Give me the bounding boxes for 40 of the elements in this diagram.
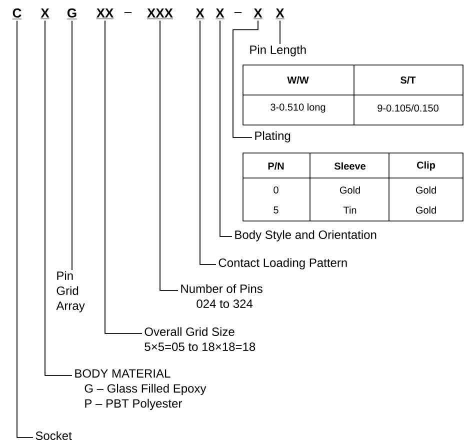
table-header: Clip [416, 161, 436, 171]
table-header: W/W [287, 76, 309, 84]
description-text: Pin Grid Array [56, 271, 85, 312]
description-text: Body Style and Orientation [235, 230, 376, 242]
code-letter: X [195, 8, 205, 20]
table-cell: Tin [343, 206, 356, 214]
leader-line [16, 20, 34, 438]
table-cell: Gold [340, 186, 360, 194]
leader-line [232, 20, 258, 138]
dash: – [234, 12, 242, 13]
table-cell: Gold [416, 186, 436, 194]
table-header: S/T [400, 76, 416, 84]
table-cell: 5 [274, 206, 278, 214]
code-letter: XXX [146, 8, 174, 20]
description-text: Overall Grid Size 5×5=05 to 18×18=18 [144, 327, 256, 351]
table-cell: 9-0.105/0.150 [378, 104, 438, 112]
leader-line [200, 20, 216, 265]
code-letter: G [66, 8, 78, 20]
code-letter: XX [96, 8, 114, 20]
table-cell: Gold [416, 206, 436, 214]
description-text: Pin Length [250, 45, 306, 56]
code-letter: C [12, 8, 22, 20]
description-text: Plating [255, 131, 290, 142]
code-letter: X [275, 8, 285, 20]
code-letter: X [40, 8, 50, 20]
table-cell: 0 [274, 186, 278, 194]
description-text: BODY MATERIAL G – Glass Filled Epoxy P – PBT Polyester [75, 369, 206, 410]
description-text: Socket [36, 431, 72, 440]
description-text: Contact Loading Pattern [218, 258, 347, 270]
leader-line [44, 20, 72, 376]
dash: – [124, 12, 132, 13]
code-letter: X [215, 8, 225, 20]
code-letter: X [253, 8, 263, 20]
leader-line [220, 20, 232, 237]
description-text: Number of Pins 024 to 324 [181, 284, 262, 308]
leader-line [104, 20, 142, 334]
table-header: P/N [268, 162, 284, 170]
table-header: Sleeve [334, 162, 366, 170]
leader-line [160, 20, 178, 291]
table-cell: 3-0.510 long [270, 103, 326, 113]
